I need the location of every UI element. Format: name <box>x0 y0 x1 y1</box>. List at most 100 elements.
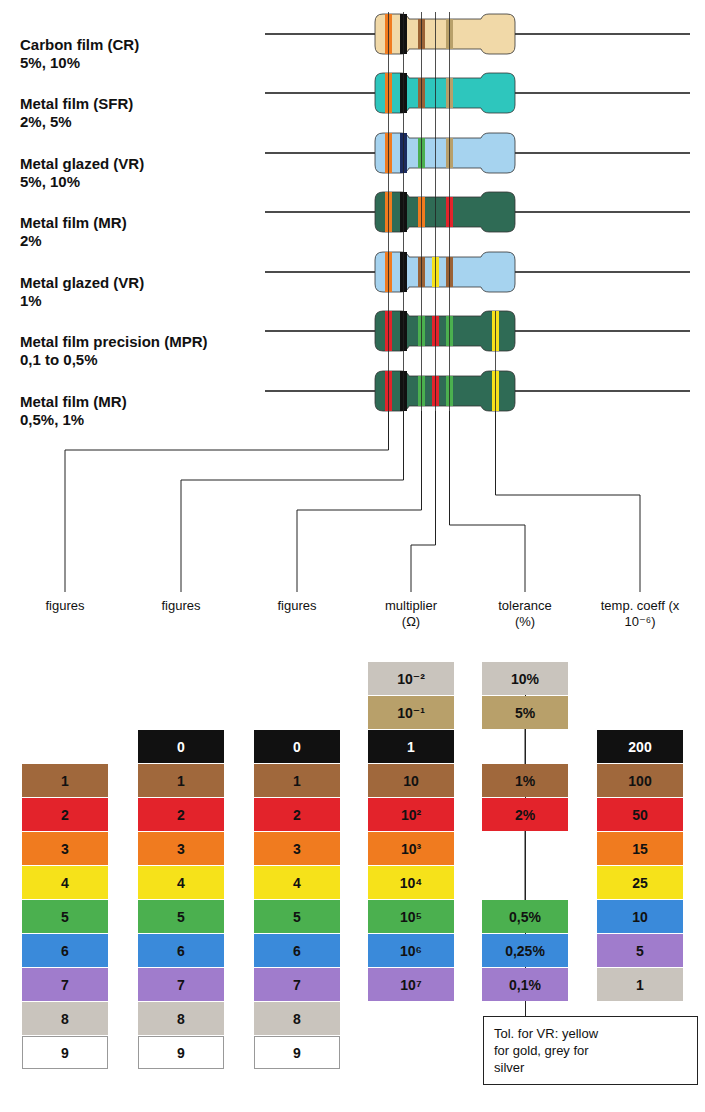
color-cell: 6 <box>22 934 108 967</box>
color-cell: 0,5% <box>482 900 568 933</box>
cell-value: 5% <box>515 705 535 721</box>
color-cell: 3 <box>22 832 108 865</box>
color-cell: 8 <box>138 1002 224 1035</box>
color-cell: 3 <box>138 832 224 865</box>
color-cell: 10 <box>368 764 454 797</box>
cell-value: 8 <box>177 1011 185 1027</box>
color-cell: 7 <box>254 968 340 1001</box>
cell-value: 2 <box>177 807 185 823</box>
color-cell: 1 <box>22 764 108 797</box>
cell-value: 4 <box>293 875 301 891</box>
color-cell: 0 <box>254 730 340 763</box>
column-header: figures <box>257 598 337 614</box>
cell-value: 4 <box>61 875 69 891</box>
note-text: Tol. for VR: yellow for gold, grey for s… <box>494 1025 606 1076</box>
resistor-label: Metal glazed (VR) <box>20 155 144 172</box>
color-cell: 5 <box>22 900 108 933</box>
cell-value: 2 <box>293 807 301 823</box>
color-cell: 10 <box>597 900 683 933</box>
cell-value: 7 <box>293 977 301 993</box>
cell-value: 5 <box>61 909 69 925</box>
cell-value: 10⁷ <box>400 977 421 993</box>
cell-value: 50 <box>632 807 648 823</box>
cell-value: 10⁶ <box>400 943 422 959</box>
resistor-label: 2% <box>20 232 42 249</box>
resistor-label: Metal film (MR) <box>20 393 127 410</box>
color-cell: 1% <box>482 764 568 797</box>
cell-value: 10% <box>511 671 539 687</box>
note-box: Tol. for VR: yellow for gold, grey for s… <box>483 1016 698 1085</box>
color-cell: 10⁷ <box>368 968 454 1001</box>
color-cell: 8 <box>254 1002 340 1035</box>
cell-value: 7 <box>61 977 69 993</box>
resistor-label: Metal film (SFR) <box>20 95 133 112</box>
cell-value: 0,5% <box>509 909 541 925</box>
cell-value: 1 <box>293 773 301 789</box>
column-header: figures <box>25 598 105 614</box>
cell-value: 9 <box>61 1045 69 1061</box>
color-cell: 25 <box>597 866 683 899</box>
color-cell: 8 <box>22 1002 108 1035</box>
resistor-bodies <box>375 14 515 411</box>
cell-value: 0,25% <box>505 943 545 959</box>
cell-value: 0 <box>293 739 301 755</box>
color-cell: 2% <box>482 798 568 831</box>
color-cell: 0 <box>138 730 224 763</box>
cell-value: 10 <box>632 909 648 925</box>
cell-value: 3 <box>61 841 69 857</box>
resistor-label: 0,5%, 1% <box>20 411 84 428</box>
color-cell: 100 <box>597 764 683 797</box>
cell-value: 10⁻¹ <box>397 705 425 721</box>
cell-value: 10⁵ <box>400 909 422 925</box>
color-cell: 9 <box>254 1036 340 1069</box>
color-cell: 10⁻² <box>368 662 454 695</box>
cell-value: 1% <box>515 773 535 789</box>
color-cell: 9 <box>138 1036 224 1069</box>
cell-value: 6 <box>177 943 185 959</box>
color-cell: 2 <box>254 798 340 831</box>
color-cell: 200 <box>597 730 683 763</box>
cell-value: 1 <box>177 773 185 789</box>
cell-value: 100 <box>628 773 651 789</box>
cell-value: 10³ <box>401 841 421 857</box>
column-header: figures <box>141 598 221 614</box>
color-cell: 2 <box>138 798 224 831</box>
color-cell: 1 <box>368 730 454 763</box>
color-cell: 5 <box>254 900 340 933</box>
color-bands <box>385 14 499 411</box>
color-cell: 7 <box>138 968 224 1001</box>
color-cell: 4 <box>254 866 340 899</box>
cell-value: 10⁻² <box>397 671 425 687</box>
cell-value: 0,1% <box>509 977 541 993</box>
cell-value: 10⁴ <box>400 875 423 891</box>
resistor-label: Metal film precision (MPR) <box>20 333 208 350</box>
cell-value: 10² <box>401 807 421 823</box>
leader-lines <box>65 411 640 592</box>
color-cell: 50 <box>597 798 683 831</box>
cell-value: 3 <box>293 841 301 857</box>
cell-value: 9 <box>293 1045 301 1061</box>
cell-value: 5 <box>177 909 185 925</box>
resistor-label: Carbon film (CR) <box>20 36 139 53</box>
color-cell: 2 <box>22 798 108 831</box>
column-header: tolerance (%) <box>492 598 558 630</box>
resistor-label: 0,1 to 0,5% <box>20 351 98 368</box>
color-cell: 10³ <box>368 832 454 865</box>
cell-value: 8 <box>293 1011 301 1027</box>
color-cell: 10% <box>482 662 568 695</box>
cell-value: 1 <box>636 977 644 993</box>
cell-value: 8 <box>61 1011 69 1027</box>
resistor-label: 5%, 10% <box>20 54 80 71</box>
color-cell: 1 <box>254 764 340 797</box>
cell-value: 10 <box>403 773 419 789</box>
color-cell: 6 <box>138 934 224 967</box>
color-cell: 10⁻¹ <box>368 696 454 729</box>
resistor-label: 5%, 10% <box>20 173 80 190</box>
color-cell: 15 <box>597 832 683 865</box>
color-cell: 0,25% <box>482 934 568 967</box>
cell-value: 2% <box>515 807 535 823</box>
cell-value: 3 <box>177 841 185 857</box>
cell-value: 5 <box>636 943 644 959</box>
color-cell: 5 <box>597 934 683 967</box>
